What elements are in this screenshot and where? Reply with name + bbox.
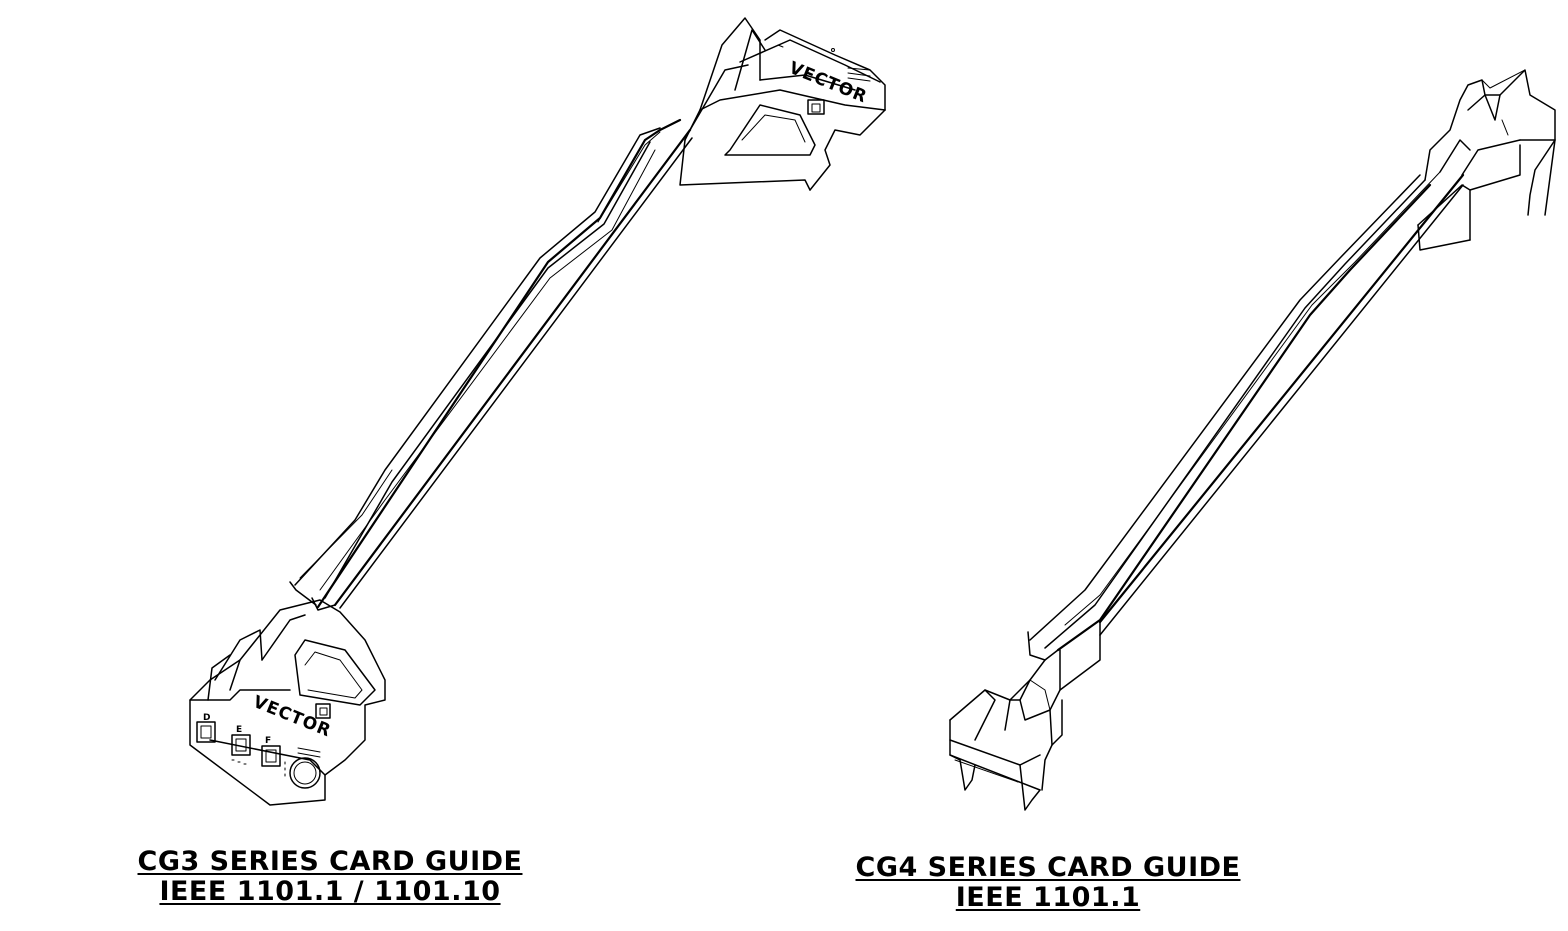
- cg4-rail: [1027, 171, 1465, 661]
- cg3-top-brand: VECTOR: [786, 58, 870, 107]
- cg4-bottom-end: [949, 634, 1101, 811]
- cg3-caption: CG3 SERIES CARD GUIDE IEEE 1101.1 / 1101…: [110, 847, 550, 907]
- cg3-bottom-brand: VECTOR: [250, 692, 334, 741]
- cg3-card-guide: VECTOR: [189, 17, 886, 806]
- cg4-caption: CG4 SERIES CARD GUIDE IEEE 1101.1: [828, 853, 1268, 913]
- cg3-slot-letter-f: F: [265, 736, 271, 746]
- cg4-caption-standard: IEEE 1101.1: [955, 882, 1141, 913]
- cg3-rail: [289, 118, 693, 611]
- cg3-bottom-head: VECTOR D E F: [189, 599, 386, 806]
- cg3-top-head: VECTOR: [679, 17, 886, 191]
- cg4-card-guide: [949, 69, 1556, 811]
- cg4-caption-title: CG4 SERIES CARD GUIDE: [855, 852, 1241, 883]
- cg4-top-end: [1417, 69, 1556, 251]
- cg3-caption-standard: IEEE 1101.1 / 1101.10: [159, 876, 501, 907]
- cg3-slot-letter-d: D: [203, 713, 210, 723]
- cg3-caption-title: CG3 SERIES CARD GUIDE: [137, 846, 523, 877]
- cg3-slot-letter-e: E: [236, 725, 242, 735]
